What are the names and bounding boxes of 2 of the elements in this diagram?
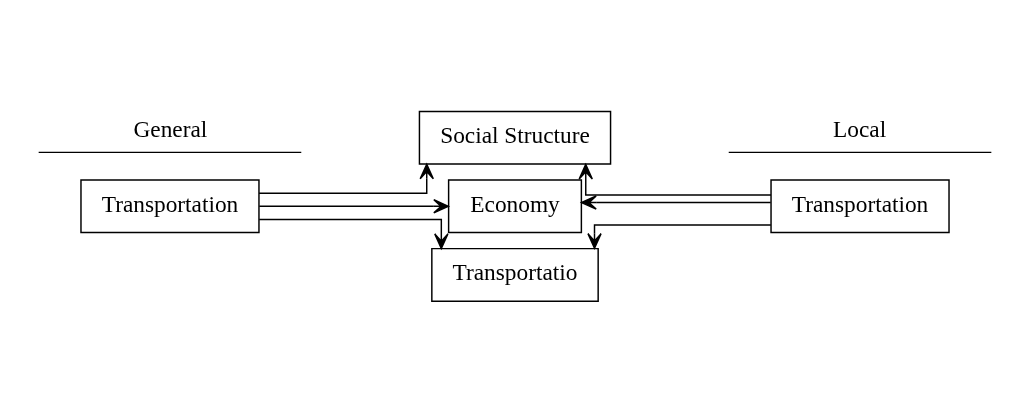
label: Local <box>833 115 887 142</box>
label: General <box>133 115 208 142</box>
